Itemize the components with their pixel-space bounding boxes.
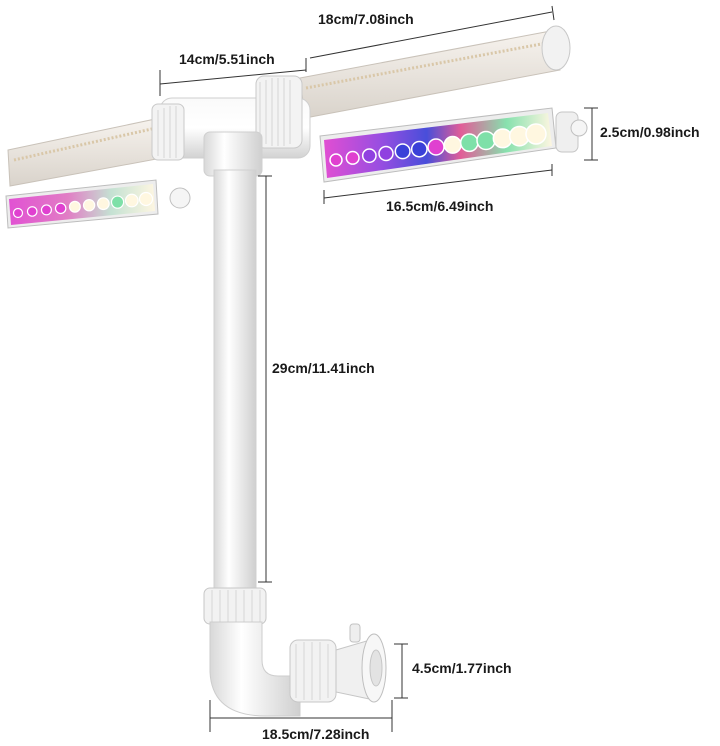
adjust-knob-left xyxy=(169,187,191,209)
led-dot xyxy=(124,193,139,208)
spray-bar-right xyxy=(299,25,571,119)
led-dot xyxy=(525,123,547,145)
adjust-knob-right xyxy=(570,119,588,137)
led-dot xyxy=(96,197,110,211)
elbow-fitting xyxy=(209,621,337,717)
led-light-bar-right xyxy=(319,107,588,183)
spray-bar-left xyxy=(7,117,163,187)
led-dot xyxy=(40,204,52,216)
lower-nut xyxy=(203,587,267,625)
led-dot xyxy=(361,148,377,164)
led-dot xyxy=(138,191,154,207)
led-dot xyxy=(82,199,96,212)
light-height-label: 2.5cm/0.98inch xyxy=(600,124,700,140)
led-dot xyxy=(54,202,67,215)
base-length-label: 18.5cm/7.28inch xyxy=(262,726,370,742)
led-light-bar-left xyxy=(5,179,191,229)
led-dot xyxy=(378,145,394,162)
led-dot xyxy=(427,138,445,156)
pipe-length-label: 29cm/11.41inch xyxy=(272,360,375,376)
led-dot xyxy=(26,206,38,217)
led-dot xyxy=(110,195,125,209)
led-dot xyxy=(459,133,479,153)
led-dots-left xyxy=(12,191,154,219)
top-bar-length-label: 18cm/7.08inch xyxy=(318,11,414,27)
led-dots-right xyxy=(329,123,547,167)
light-length-label: 16.5cm/6.49inch xyxy=(386,198,494,214)
dimension-lines xyxy=(159,5,598,732)
led-dot xyxy=(394,143,411,160)
tee-connector xyxy=(151,75,311,177)
led-dot xyxy=(68,200,81,213)
nozzle xyxy=(335,623,387,703)
arm-span-label: 14cm/5.51inch xyxy=(179,51,275,67)
led-dot xyxy=(12,207,24,219)
nozzle-height-label: 4.5cm/1.77inch xyxy=(412,660,512,676)
led-dot xyxy=(476,130,496,151)
led-dot xyxy=(443,135,462,154)
led-dot xyxy=(345,150,360,165)
led-dot xyxy=(410,140,428,158)
vertical-pipe xyxy=(213,169,257,591)
led-dot xyxy=(329,153,343,167)
